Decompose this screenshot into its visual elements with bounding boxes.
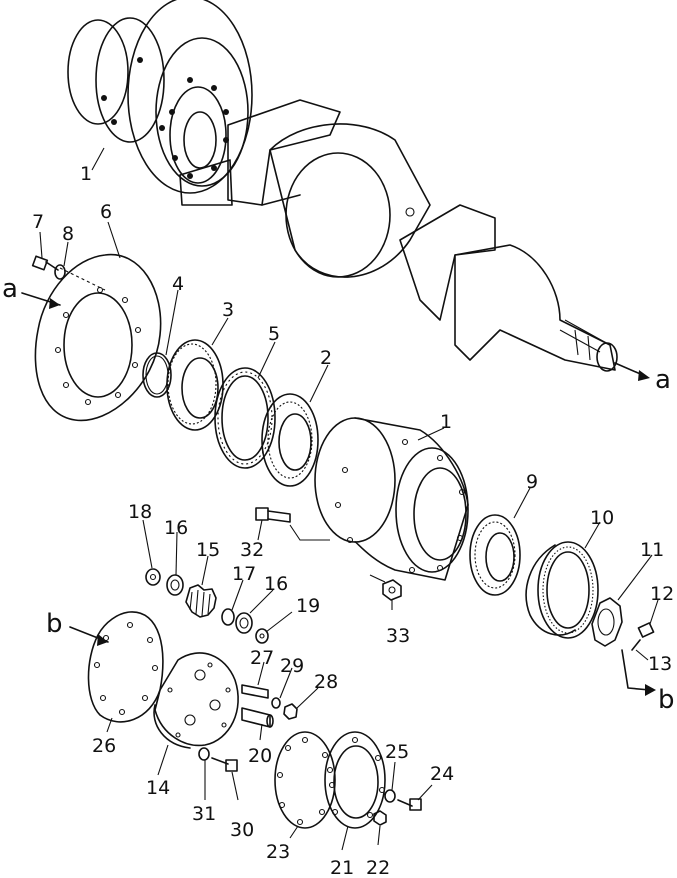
bearing-9 [469, 514, 521, 596]
label-12: 12 [650, 583, 674, 605]
label-17: 17 [232, 563, 256, 585]
lock-nut-11 [591, 597, 623, 647]
label-8: 8 [62, 223, 74, 245]
label-16a: 16 [164, 517, 188, 539]
needle-bearing-16b [235, 612, 253, 634]
planet-carrier-14 [153, 652, 239, 749]
label-1-top: 1 [80, 163, 92, 185]
label-29: 29 [280, 655, 304, 677]
wheel-hub [314, 417, 469, 581]
leader-lines [39, 147, 659, 851]
brake-disc-plate [34, 253, 162, 422]
label-32: 32 [240, 539, 264, 561]
label-3: 3 [222, 299, 234, 321]
label-24: 24 [430, 763, 454, 785]
bolt-24 [397, 798, 422, 811]
ref-a-left: a [2, 274, 18, 304]
ref-b-left: b [46, 609, 63, 639]
label-4: 4 [172, 273, 184, 295]
shaft-20 [241, 707, 274, 728]
label-28: 28 [314, 671, 338, 693]
reference-letters: a a b b [2, 274, 675, 715]
planet-gear-15 [185, 584, 217, 618]
spacer-17 [221, 608, 235, 626]
pin-13 [631, 639, 641, 651]
label-19: 19 [296, 595, 320, 617]
label-9: 9 [526, 471, 538, 493]
part-labels: 1 6 7 8 4 3 5 2 1 9 10 11 12 13 18 16 15… [32, 163, 674, 878]
label-1-hub: 1 [440, 411, 452, 433]
label-16b: 16 [264, 573, 288, 595]
bearing-2 [261, 393, 319, 487]
label-30: 30 [230, 819, 254, 841]
washer-8 [54, 264, 66, 280]
gasket-26 [87, 611, 164, 723]
nut-33 [382, 579, 402, 601]
ref-a-right: a [655, 365, 671, 395]
label-25: 25 [385, 741, 409, 763]
label-21: 21 [330, 857, 354, 878]
axle-housing-assembly [67, 0, 618, 372]
washer-25 [384, 789, 396, 803]
label-20: 20 [248, 745, 272, 767]
label-31: 31 [192, 803, 216, 825]
label-10: 10 [590, 507, 614, 529]
ref-b-right: b [658, 685, 675, 715]
ring-gear-10 [525, 541, 599, 639]
thrust-washer-18 [145, 568, 161, 586]
gasket-23 [274, 731, 336, 829]
bolt-12 [637, 622, 655, 638]
label-6: 6 [100, 201, 112, 223]
reference-arrows [21, 292, 656, 696]
label-11: 11 [640, 539, 664, 561]
label-14: 14 [146, 777, 170, 799]
shaft-27 [241, 684, 269, 699]
label-18: 18 [128, 501, 152, 523]
bolt-7 [31, 255, 59, 271]
label-26: 26 [92, 735, 116, 757]
label-23: 23 [266, 841, 290, 863]
label-13: 13 [648, 653, 672, 675]
needle-bearing-16a [166, 574, 184, 596]
thrust-washer-19 [255, 628, 269, 644]
label-15: 15 [196, 539, 220, 561]
label-27: 27 [250, 647, 274, 669]
cover-21 [324, 731, 386, 829]
plug-22 [373, 810, 387, 826]
label-5: 5 [268, 323, 280, 345]
washer-29 [271, 697, 281, 709]
nut-28 [283, 703, 298, 720]
wheel-studs [101, 57, 229, 179]
label-7: 7 [32, 211, 44, 233]
label-33: 33 [386, 625, 410, 647]
bolt-30 [211, 757, 238, 772]
label-22: 22 [366, 857, 390, 878]
washer-31 [198, 747, 210, 761]
label-2: 2 [320, 347, 332, 369]
bolt-32 [255, 507, 291, 523]
